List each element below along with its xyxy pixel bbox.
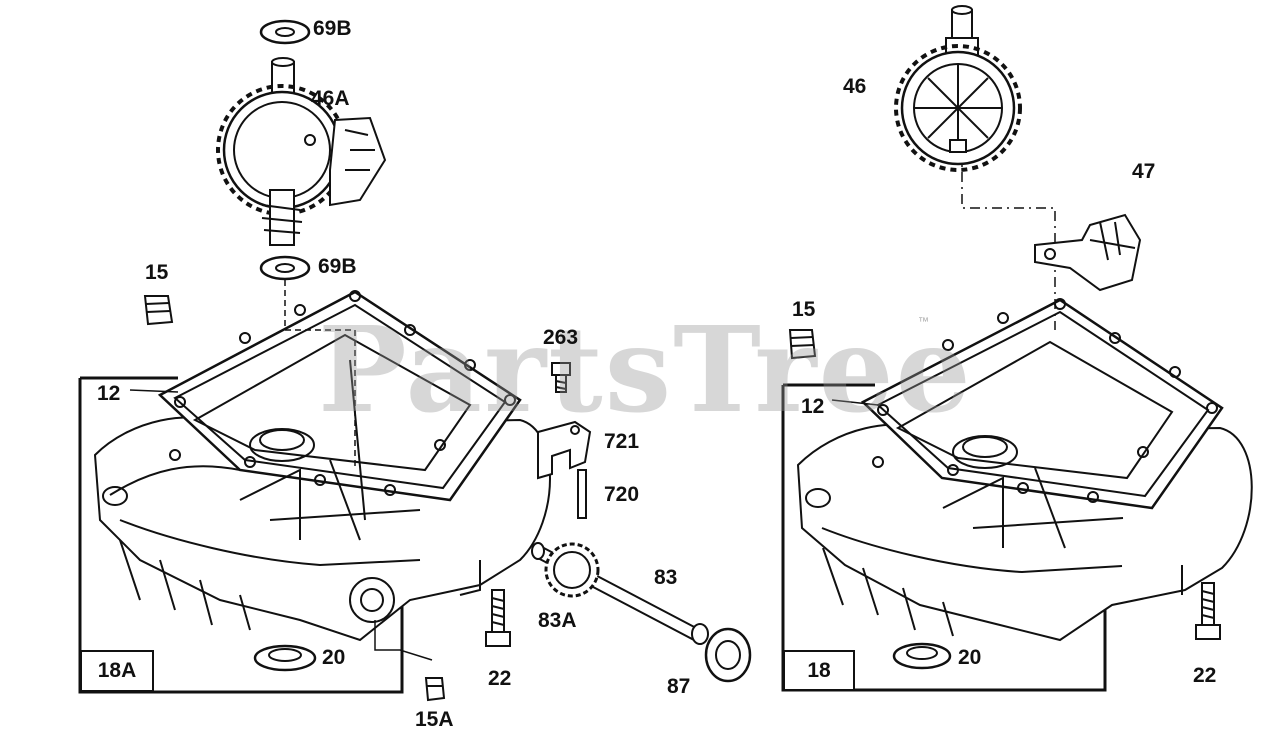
label-46: 46 xyxy=(843,75,867,98)
governor-47 xyxy=(1035,215,1140,290)
plug-15-right xyxy=(790,330,815,358)
watermark-text: PartsTree xyxy=(318,300,973,439)
label-12-right: 12 xyxy=(801,395,825,418)
leader-12-right xyxy=(832,400,878,405)
left-frame-18a xyxy=(80,378,402,692)
label-69b-mid: 69B xyxy=(318,255,357,278)
bracket-721 xyxy=(538,422,590,478)
seal-87 xyxy=(706,629,750,681)
label-15-right: 15 xyxy=(792,298,816,321)
watermark-trademark: ™ xyxy=(918,316,929,328)
pin-720 xyxy=(578,470,586,518)
box-label-18: 18 xyxy=(783,650,855,691)
crankcase-sump-left xyxy=(95,291,550,640)
shaft-gear-83 xyxy=(532,543,708,644)
label-22-left: 22 xyxy=(488,667,512,690)
label-83: 83 xyxy=(654,566,678,589)
washer-69b-top xyxy=(261,21,309,43)
label-47: 47 xyxy=(1132,160,1156,183)
crankcase-sump-right xyxy=(798,299,1252,640)
seal-20-right xyxy=(894,644,950,668)
leader-46-47 xyxy=(962,150,1055,330)
bolt-22-left xyxy=(486,590,510,646)
box-label-18a: 18A xyxy=(80,650,154,692)
label-20-left: 20 xyxy=(322,646,346,669)
washer-69b-mid xyxy=(261,257,309,279)
label-83a: 83A xyxy=(538,609,577,632)
right-frame-18 xyxy=(783,385,1105,690)
label-22-right: 22 xyxy=(1193,664,1217,687)
label-15-left: 15 xyxy=(145,261,169,284)
label-69b-top: 69B xyxy=(313,17,352,40)
label-15a: 15A xyxy=(415,708,454,731)
label-720: 720 xyxy=(604,483,640,506)
label-12-left: 12 xyxy=(97,382,121,405)
bolt-263 xyxy=(552,363,570,392)
label-46a: 46A xyxy=(311,87,350,110)
label-20-right: 20 xyxy=(958,646,982,669)
label-263: 263 xyxy=(543,326,579,349)
bolt-22-right xyxy=(1196,583,1220,639)
camshaft-gear-46 xyxy=(896,6,1020,170)
plug-15a xyxy=(426,678,444,700)
label-87: 87 xyxy=(667,675,691,698)
plug-15-left xyxy=(145,296,172,324)
leader-12-left xyxy=(130,390,178,392)
camshaft-gear-46a xyxy=(218,58,385,245)
leader-69b-mid xyxy=(285,280,355,470)
leader-20-left xyxy=(375,620,432,660)
label-721: 721 xyxy=(604,430,640,453)
seal-20-left xyxy=(255,646,315,670)
